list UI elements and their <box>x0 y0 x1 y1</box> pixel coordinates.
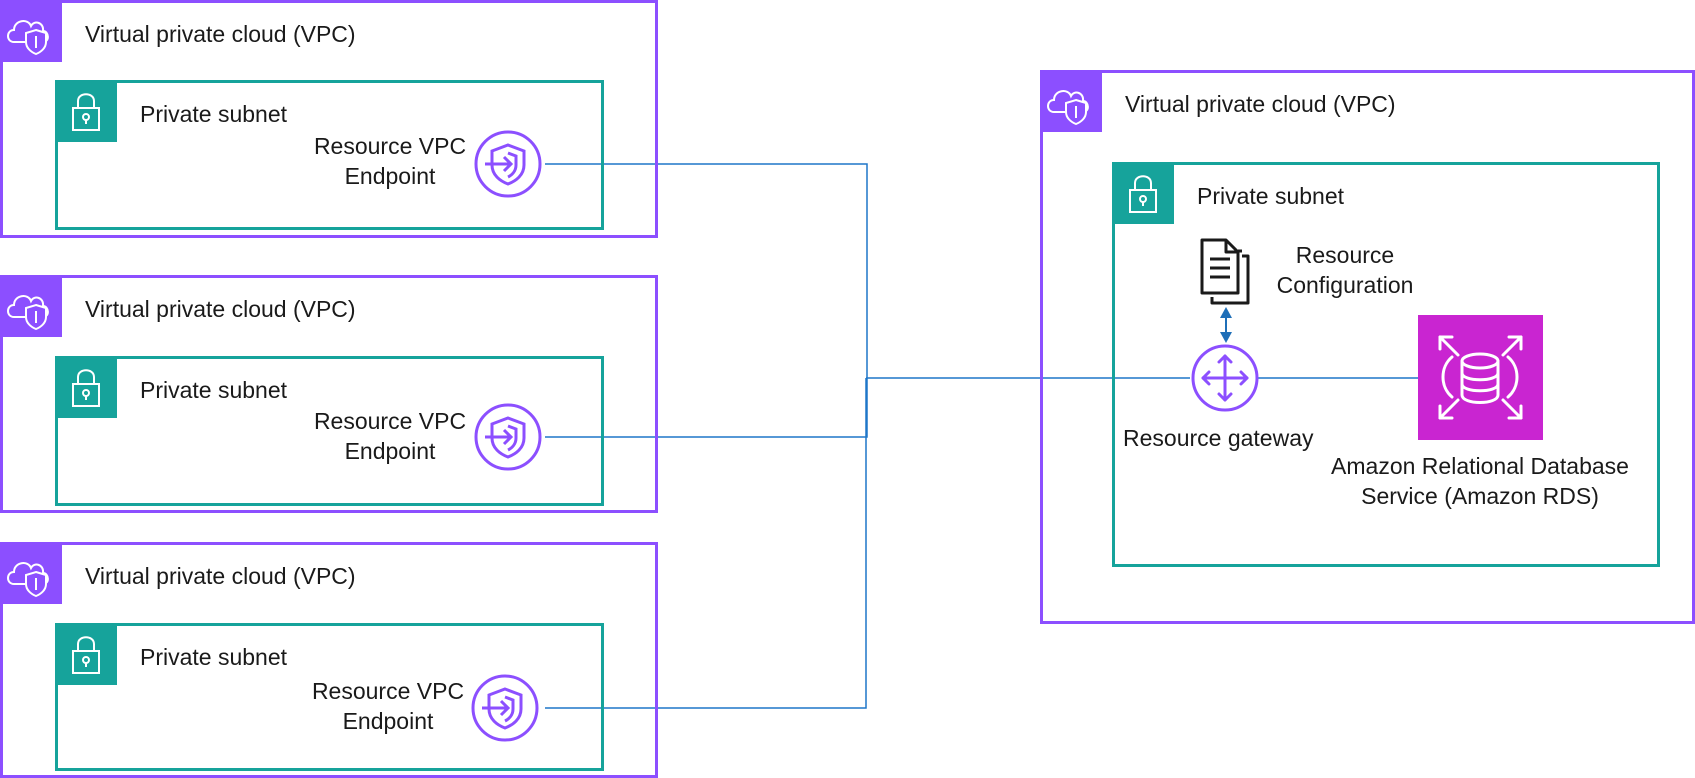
padlock-icon <box>55 80 117 142</box>
cloud-shield-icon <box>0 275 62 337</box>
vpc-label: Virtual private cloud (VPC) <box>85 21 356 47</box>
cloud-shield-icon <box>0 542 62 604</box>
connector-endpoint-1 <box>545 163 868 378</box>
vpc-right: Virtual private cloud (VPC) <box>1040 70 1695 624</box>
subnet-label: Private subnet <box>140 101 288 127</box>
subnet-left-1: Private subnet <box>55 80 604 230</box>
padlock-icon <box>1112 162 1174 224</box>
vpc-label: Virtual private cloud (VPC) <box>85 563 356 589</box>
rds-tile <box>1418 315 1543 440</box>
cloud-shield-icon <box>0 0 62 62</box>
subnet-left-2: Private subnet <box>55 356 604 506</box>
connector-endpoint-3 <box>545 378 867 709</box>
padlock-icon <box>55 623 117 685</box>
bidirectional-arrow <box>1220 307 1232 343</box>
shield-arrow-icon <box>471 674 539 742</box>
subnet-label: Private subnet <box>140 644 288 670</box>
endpoint-label: Resource VPC Endpoint <box>311 678 465 734</box>
vpc-left-3: Virtual private cloud (VPC) <box>0 542 658 778</box>
connector-endpoint-2 <box>545 378 868 438</box>
shield-arrow-icon <box>474 130 542 198</box>
subnet-label: Private subnet <box>1197 183 1345 209</box>
vpc-label: Virtual private cloud (VPC) <box>85 296 356 322</box>
subnet-left-3: Private subnet <box>55 623 604 771</box>
subnet-label: Private subnet <box>140 377 288 403</box>
endpoint-label: Resource VPC Endpoint <box>313 133 467 189</box>
vpc-left-1: Virtual private cloud (VPC) <box>0 0 658 238</box>
subnet-right: Private subnet <box>1112 162 1660 567</box>
endpoint-label: Resource VPC Endpoint <box>313 408 467 464</box>
shield-arrow-icon <box>474 403 542 471</box>
vpc-left-2: Virtual private cloud (VPC) <box>0 275 658 513</box>
database-icon <box>1438 335 1523 420</box>
resource-configuration-label: Resource Configuration <box>1276 242 1414 298</box>
vpc-label: Virtual private cloud (VPC) <box>1125 91 1396 117</box>
padlock-icon <box>55 356 117 418</box>
documents-icon <box>1200 238 1250 305</box>
four-way-arrows-icon <box>1191 344 1259 412</box>
resource-gateway-label: Resource gateway <box>1123 425 1314 451</box>
rds-label: Amazon Relational Database Service (Amaz… <box>1331 453 1629 509</box>
cloud-shield-icon <box>1040 70 1102 132</box>
